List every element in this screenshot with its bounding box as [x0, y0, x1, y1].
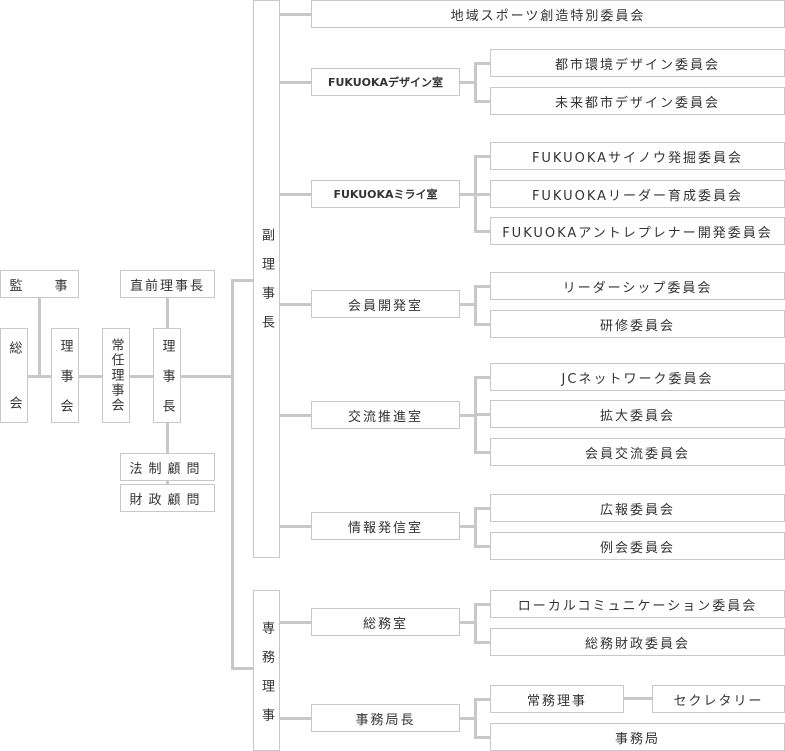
connector	[474, 507, 477, 548]
connector	[279, 13, 311, 16]
connector	[474, 155, 490, 158]
standing-board-box: 常任理事会	[102, 328, 130, 423]
committee-box: 事務局	[490, 723, 785, 751]
connector	[459, 303, 476, 306]
chair-box: 理事長	[153, 328, 181, 429]
committee-box: 未来都市デザイン委員会	[490, 87, 785, 115]
connector	[474, 603, 477, 644]
office-box: 交流推進室	[311, 401, 460, 429]
committee-box: リーダーシップ委員会	[490, 272, 785, 300]
connector	[459, 193, 476, 196]
connector	[459, 81, 476, 84]
board-box: 理事会	[51, 328, 79, 429]
committee-box: JCネットワーク委員会	[490, 363, 785, 391]
committee-box: 広報委員会	[490, 494, 785, 522]
connector	[279, 717, 311, 720]
committee-box: 会員交流委員会	[490, 438, 785, 466]
connector	[474, 285, 477, 326]
connector	[474, 736, 490, 739]
committee-box: FUKUOKAリーダー育成委員会	[490, 180, 785, 208]
finance-advisor-box: 財政顧問	[120, 484, 215, 512]
connector	[279, 525, 311, 528]
connector	[459, 621, 476, 624]
connector	[623, 697, 652, 700]
connector	[27, 375, 153, 378]
connector	[231, 279, 234, 670]
legal-advisor-box: 法制顧問	[120, 453, 215, 481]
connector	[474, 100, 490, 103]
connector	[474, 413, 490, 416]
connector	[459, 525, 476, 528]
office-box: 会員開発室	[311, 290, 460, 318]
connector	[231, 279, 253, 282]
office-box: 事務局長	[311, 704, 460, 732]
connector	[38, 297, 41, 377]
connector	[474, 376, 490, 379]
connector	[474, 62, 477, 103]
connector	[474, 603, 490, 606]
connector	[474, 230, 490, 233]
connector	[474, 507, 490, 510]
committee-box: FUKUOKAアントレプレナー開発委員会	[490, 217, 785, 245]
office-box: FUKUOKAデザイン室	[311, 68, 460, 96]
committee-box: 地域スポーツ創造特別委員会	[311, 0, 785, 28]
connector	[474, 451, 490, 454]
committee-box: 総務財政委員会	[490, 628, 785, 656]
office-box: 情報発信室	[311, 512, 460, 540]
connector	[474, 545, 490, 548]
office-box: FUKUOKAミライ室	[311, 180, 460, 208]
office-box: 総務室	[311, 608, 460, 636]
committee-box: 常務理事	[490, 685, 624, 713]
connector	[279, 621, 311, 624]
connector	[474, 193, 490, 196]
connector	[180, 375, 234, 378]
committee-box: 例会委員会	[490, 532, 785, 560]
general-assembly-box: 総会	[0, 328, 28, 451]
executive-director-box: 専務理事	[253, 590, 280, 751]
auditor-box: 監 事	[0, 270, 79, 298]
committee-box: 研修委員会	[490, 310, 785, 338]
committee-box: 都市環境デザイン委員会	[490, 49, 785, 77]
connector	[279, 303, 311, 306]
prev-chair-box: 直前理事長	[120, 270, 215, 298]
connector	[474, 698, 490, 701]
connector	[166, 297, 169, 328]
connector	[474, 323, 490, 326]
connector	[459, 414, 476, 417]
connector	[279, 193, 311, 196]
committee-box: FUKUOKAサイノウ発掘委員会	[490, 142, 785, 170]
connector	[474, 285, 490, 288]
committee-box: セクレタリー	[652, 685, 785, 713]
connector	[459, 717, 476, 720]
connector	[279, 81, 311, 84]
connector	[474, 62, 490, 65]
committee-box: ローカルコミュニケーション委員会	[490, 590, 785, 618]
connector	[474, 698, 477, 739]
vice-chair-box: 副理事長	[253, 0, 280, 558]
connector	[279, 414, 311, 417]
committee-box: 拡大委員会	[490, 400, 785, 428]
connector	[231, 667, 253, 670]
connector	[474, 641, 490, 644]
